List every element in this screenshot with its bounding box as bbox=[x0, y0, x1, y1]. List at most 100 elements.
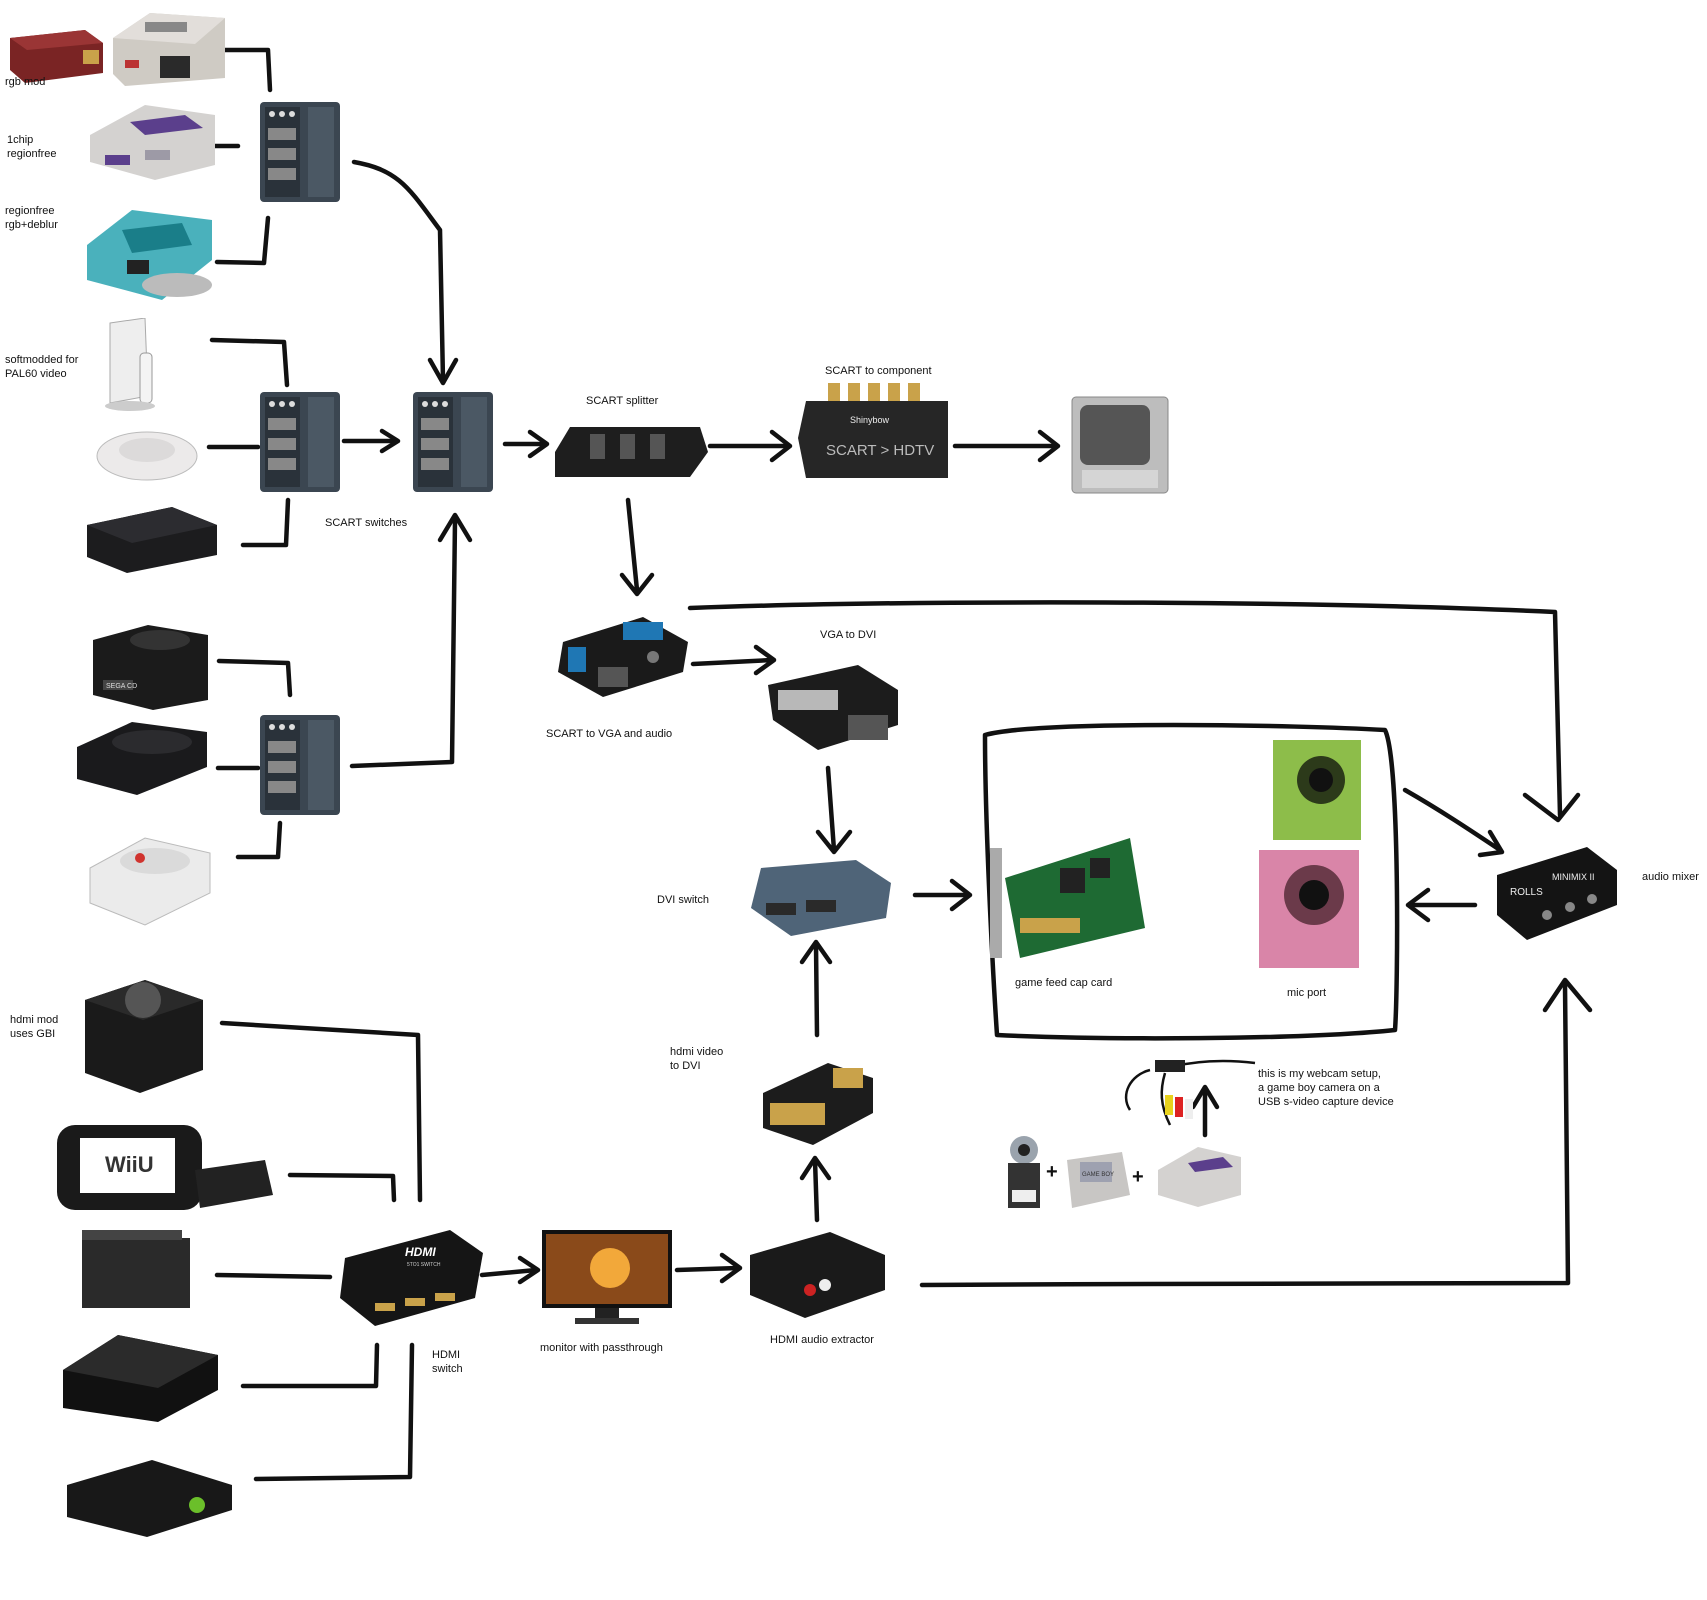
ps2-icon bbox=[87, 507, 217, 573]
plus-sign-1: + bbox=[1046, 1161, 1058, 1183]
wiiu-text: WiiU bbox=[105, 1152, 154, 1177]
line-hdmidvi-to-dvisw bbox=[813, 942, 820, 1038]
line-switch1-to-main bbox=[351, 159, 446, 383]
capture-card-icon bbox=[990, 838, 1145, 958]
arrowhead-mixer-bottom bbox=[1542, 977, 1593, 1013]
ps3-icon bbox=[63, 1335, 218, 1422]
headphone-jack-icon bbox=[1273, 740, 1361, 840]
hdmi-switch-sublogo: 5TO1 SWITCH bbox=[407, 1262, 441, 1268]
sega-cd-text: SEGA CD bbox=[106, 683, 137, 690]
scart-splitter-icon bbox=[555, 427, 708, 477]
gamecube-icon bbox=[85, 980, 203, 1093]
crt-tv-icon bbox=[1071, 396, 1169, 494]
arrowhead-webcam bbox=[1190, 1084, 1220, 1110]
arrowhead-mixer-jack bbox=[1477, 829, 1505, 858]
scart-to-vga-icon bbox=[558, 617, 688, 697]
scart-hdtv-text: SCART > HDTV bbox=[826, 442, 934, 459]
line-segacd-to-switch3 bbox=[216, 658, 293, 698]
label-vga-to-dvi: VGA to DVI bbox=[820, 629, 877, 641]
line-switch3-to-main bbox=[349, 517, 458, 769]
plus-sign-2: + bbox=[1132, 1166, 1144, 1188]
snes-icon bbox=[90, 105, 215, 180]
arrowhead-switch2-main bbox=[379, 428, 401, 454]
line-vgadvi-to-dvisw bbox=[825, 765, 837, 853]
dreamcast-icon bbox=[89, 837, 211, 926]
arrowhead-hdmidvi bbox=[799, 1155, 832, 1181]
minimix-text: MINIMIX II bbox=[1552, 872, 1595, 882]
famicom-icon bbox=[10, 30, 103, 83]
super-gameboy-icon: GAME BOY bbox=[1067, 1152, 1130, 1208]
arrowhead-cap bbox=[949, 878, 973, 912]
line-dc-to-switch3 bbox=[235, 820, 283, 860]
label-1chip: 1chip regionfree bbox=[7, 134, 57, 160]
line-jack-to-mixer bbox=[1402, 787, 1503, 853]
line-ps2-to-switch2 bbox=[240, 497, 291, 548]
line-vga-to-vgadvi bbox=[690, 657, 775, 667]
label-gamecube: hdmi mod uses GBI bbox=[10, 1014, 59, 1040]
label-n64: regionfree rgb+deblur bbox=[5, 205, 58, 231]
nes-toploader-icon bbox=[113, 13, 225, 86]
mic-jack-icon bbox=[1259, 850, 1359, 968]
usb-capture-cable-icon bbox=[1124, 1059, 1256, 1126]
line-wii-to-switch2 bbox=[209, 337, 290, 388]
arrowhead-monitor bbox=[517, 1255, 541, 1285]
scart-switch-main bbox=[413, 392, 493, 492]
label-audio-extractor: HDMI audio extractor bbox=[770, 1334, 874, 1346]
switch-dock-icon bbox=[82, 1230, 190, 1308]
hdmi-audio-extractor-icon bbox=[750, 1232, 885, 1318]
arrowhead-dvisw-top bbox=[815, 829, 853, 855]
sega-cd-icon: SEGA CD bbox=[93, 625, 208, 710]
label-scart-splitter: SCART splitter bbox=[586, 395, 659, 407]
label-wii: softmodded for PAL60 video bbox=[5, 354, 79, 380]
snes-webcam-icon bbox=[1158, 1147, 1241, 1207]
hdmi-to-dvi-icon bbox=[763, 1063, 873, 1145]
line-splitter-to-vga bbox=[625, 497, 640, 593]
shinybow-text: Shinybow bbox=[850, 415, 890, 425]
arrowhead-tv bbox=[1037, 429, 1061, 463]
line-hdmisw-to-monitor bbox=[479, 1267, 539, 1278]
arrowhead-extractor bbox=[719, 1252, 743, 1284]
arrowhead-main-top bbox=[427, 357, 459, 386]
line-scartvga-to-mixer bbox=[687, 600, 1563, 818]
label-hdmi-switch: HDMI switch bbox=[432, 1349, 463, 1375]
label-game-feed: game feed cap card bbox=[1015, 977, 1113, 989]
line-n64-to-switch1 bbox=[214, 215, 271, 266]
wiiu-icon: WiiU bbox=[57, 1125, 273, 1210]
line-nswitch-to-hdmisw bbox=[214, 1272, 333, 1280]
label-rgb-mod: rgb mod bbox=[5, 76, 46, 88]
label-hdmi-to-dvi: hdmi video to DVI bbox=[670, 1046, 724, 1072]
line-fc-to-switch1 bbox=[214, 47, 273, 93]
line-gc-to-hdmisw bbox=[219, 1020, 423, 1203]
rolls-text: ROLLS bbox=[1510, 887, 1543, 898]
label-dvi-switch: DVI switch bbox=[657, 894, 709, 906]
gameboy-camera-icon bbox=[1008, 1136, 1040, 1208]
dvi-switch-icon bbox=[751, 860, 891, 936]
gameboy-text: GAME BOY bbox=[1082, 1172, 1114, 1178]
arrowhead-mic bbox=[1405, 887, 1431, 923]
label-webcam: this is my webcam setup, a game boy came… bbox=[1258, 1068, 1394, 1108]
line-extractor-to-hdmidvi bbox=[812, 1157, 820, 1223]
arrowhead-vgadvi bbox=[753, 644, 777, 676]
label-scart-switches: SCART switches bbox=[325, 517, 408, 529]
arrowhead-mixer-top bbox=[1522, 792, 1581, 823]
line-wiiu-to-hdmisw bbox=[287, 1172, 397, 1203]
audio-mixer-icon: ROLLS MINIMIX II bbox=[1497, 847, 1617, 940]
monitor-icon bbox=[542, 1230, 672, 1324]
psone-icon bbox=[96, 431, 198, 481]
scart-switch-1 bbox=[260, 102, 340, 202]
label-audio-mixer: audio mixer bbox=[1642, 871, 1699, 883]
arrowhead-splitter bbox=[527, 429, 550, 459]
vga-to-dvi-icon bbox=[768, 665, 898, 750]
capture-boundary bbox=[982, 722, 1400, 1041]
arrowhead-dvisw-bottom bbox=[799, 939, 833, 965]
scart-switch-3 bbox=[260, 715, 340, 815]
label-monitor: monitor with passthrough bbox=[540, 1342, 663, 1354]
line-extractor-to-mixer bbox=[919, 982, 1571, 1288]
arrowhead-component bbox=[769, 429, 793, 463]
arrowhead-main-bottom bbox=[437, 512, 473, 543]
hdmi-switch-logo: HDMI bbox=[405, 1245, 436, 1259]
label-scart-to-vga: SCART to VGA and audio bbox=[546, 728, 673, 740]
line-x360-to-hdmisw bbox=[253, 1342, 415, 1482]
wii-icon bbox=[105, 318, 155, 411]
